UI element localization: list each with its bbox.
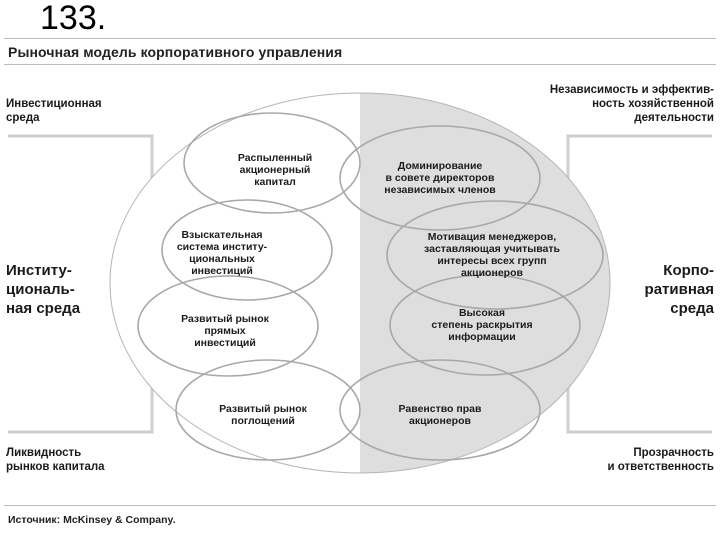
diagram-title: Рыночная модель корпоративного управлени… xyxy=(8,44,343,60)
oval-right-1 xyxy=(339,125,541,231)
right-item-2: Мотивация менеджеров,заставляющая учитыв… xyxy=(424,230,560,280)
oval-left-4 xyxy=(175,359,361,461)
corner-top-right-label: Независимость и эффектив-ность хозяйстве… xyxy=(549,84,714,124)
oval-left-3 xyxy=(137,275,319,377)
oval-left-1 xyxy=(183,112,361,214)
source-note: Источник: McKinsey & Company. xyxy=(8,514,176,526)
side-left-label: Институ-циональ-ная среда xyxy=(6,262,81,317)
source-divider xyxy=(4,505,716,506)
oval-right-3 xyxy=(389,274,581,376)
outer-circle-left xyxy=(109,92,360,474)
title-underline xyxy=(4,64,716,65)
oval-left-2 xyxy=(161,199,333,301)
title-divider xyxy=(4,38,716,39)
oval-right-2 xyxy=(386,200,604,310)
slide-number: 133. xyxy=(40,0,107,37)
oval-right-4 xyxy=(339,359,541,461)
outer-circle-right xyxy=(360,92,611,474)
